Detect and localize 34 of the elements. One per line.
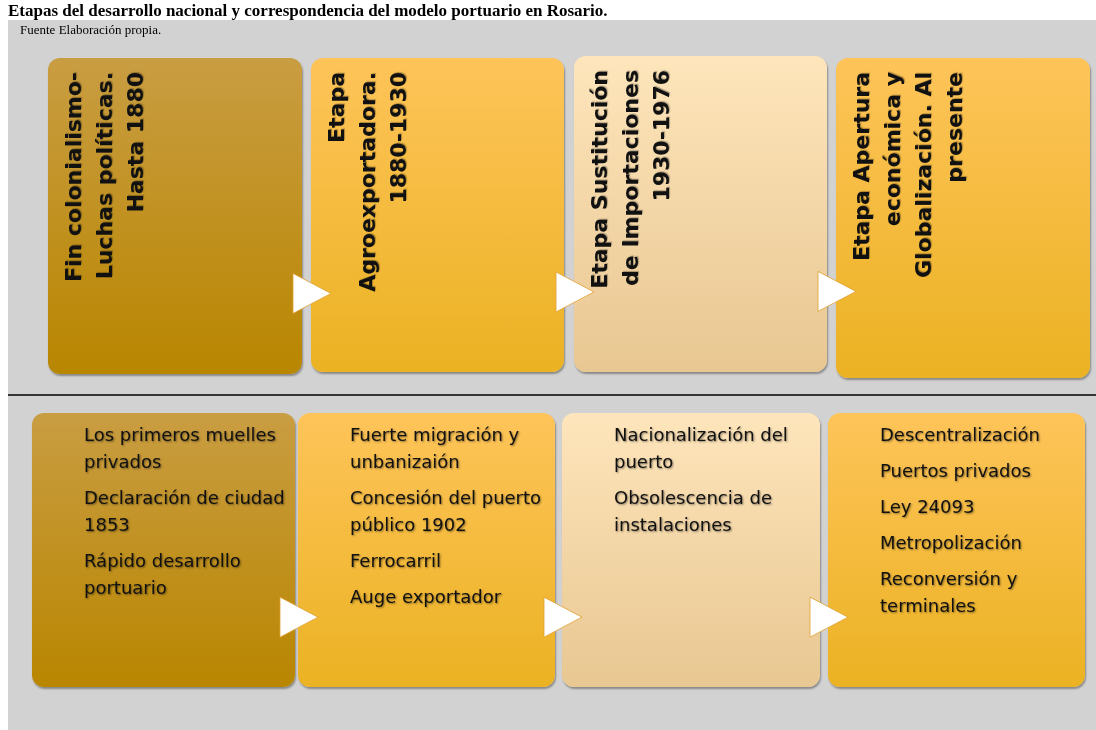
stage-box <box>574 56 827 372</box>
stage-item: Nacionalización del puerto <box>614 423 789 474</box>
stage-title: Etapa Apertura económica y Globalización. Al presente <box>848 72 968 280</box>
stage-box <box>562 413 820 687</box>
arrow <box>555 271 595 313</box>
stage-item: Fuerte migración y unbanizaión <box>350 423 521 474</box>
figure-title: Etapas del desarrollo nacional y correspondencia del modelo portuario en Rosario. <box>8 1 608 21</box>
stage-item: Auge exportador <box>350 585 503 609</box>
stage-title: Etapa Sustitución de Importaciones 1930-1976 <box>586 70 675 290</box>
arrow <box>279 596 319 638</box>
stage-box <box>32 413 295 687</box>
stage-item: Obsolescencia de instalaciones <box>614 486 773 537</box>
stage-box <box>828 413 1085 687</box>
stage-item: Los primeros muelles privados <box>84 423 277 474</box>
stage-item: Metropolización <box>880 531 1023 555</box>
stage-box <box>836 58 1090 378</box>
stage-item: Reconversión y terminales <box>880 567 1019 618</box>
source-note: Fuente Elaboración propia. <box>20 22 162 38</box>
stage-box <box>48 58 302 374</box>
stage-item: Puertos privados <box>880 459 1032 483</box>
stage-item: Rápido desarrollo portuario <box>84 549 242 600</box>
stage-item: Ley 24093 <box>880 495 976 519</box>
arrow <box>543 596 583 638</box>
stage-title: Fin colonialismo- Luchas políticas. Hasta 1880 <box>60 72 149 285</box>
arrow <box>809 596 849 638</box>
stage-item: Descentralización <box>880 423 1041 447</box>
arrow <box>817 271 857 312</box>
stage-item: Ferrocarril <box>350 549 442 573</box>
arrow <box>292 273 332 314</box>
stage-item: Concesión del puerto público 1902 <box>350 486 543 537</box>
stage-box <box>298 413 555 687</box>
stage-item: Declaración de ciudad 1853 <box>84 486 286 537</box>
stage-box <box>311 58 564 372</box>
stage-title: Etapa Agroexportadora. 1880-1930 <box>323 72 412 292</box>
